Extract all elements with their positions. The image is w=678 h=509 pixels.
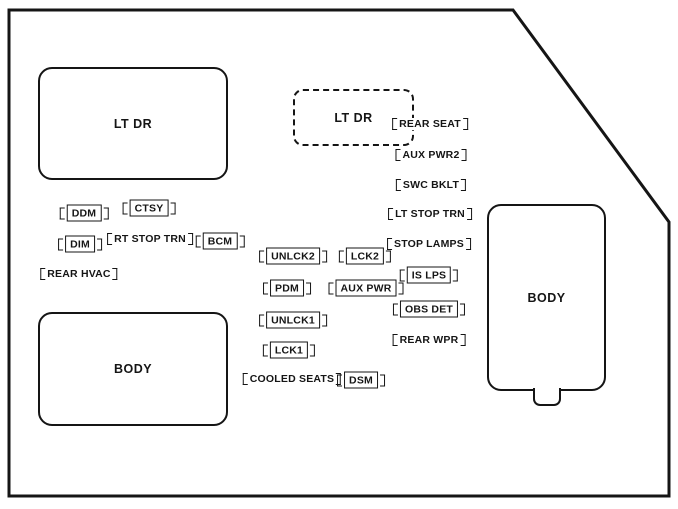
fuse-terminal-right-icon — [379, 374, 385, 386]
fuse-obs-det: OBS DET — [392, 300, 466, 318]
block-body-right: BODY — [487, 204, 606, 391]
fuse-label: LCK1 — [269, 341, 309, 359]
fuse-cooled-seats: COOLED SEATS — [242, 373, 342, 385]
fuse-terminal-right-icon — [398, 282, 404, 294]
fuse-terminal-left-icon — [392, 334, 398, 346]
fuse-terminal-right-icon — [460, 303, 466, 315]
fuse-rt-stop-trn: RT STOP TRN — [107, 233, 193, 245]
fuse-terminal-right-icon — [112, 268, 118, 280]
fuse-lt-stop-trn: LT STOP TRN — [388, 208, 472, 220]
fuse-terminal-right-icon — [460, 334, 466, 346]
fuse-aux-pwr2: AUX PWR2 — [395, 149, 467, 161]
fuse-terminal-right-icon — [170, 202, 176, 214]
fuse-label: SWC BKLT — [402, 179, 460, 191]
fuse-dim: DIM — [58, 235, 102, 253]
fuse-terminal-right-icon — [465, 238, 471, 250]
fuse-label: PDM — [270, 279, 304, 297]
fuse-label: CTSY — [129, 199, 169, 217]
fuse-terminal-left-icon — [262, 344, 268, 356]
fuse-bcm: BCM — [195, 232, 245, 250]
block-body-right-tab — [533, 388, 561, 406]
block-lt-dr: LT DR — [38, 67, 228, 180]
fuse-terminal-left-icon — [399, 269, 405, 281]
fuse-terminal-right-icon — [461, 149, 467, 161]
fuse-label: COOLED SEATS — [249, 373, 335, 385]
fuse-terminal-right-icon — [96, 238, 102, 250]
fuse-label: REAR HVAC — [47, 268, 111, 280]
fuse-terminal-right-icon — [386, 250, 392, 262]
fuse-terminal-left-icon — [388, 208, 394, 220]
fuse-aux-pwr: AUX PWR — [328, 279, 404, 297]
fuse-terminal-left-icon — [328, 282, 334, 294]
fuse-ctsy: CTSY — [122, 199, 176, 217]
fuse-terminal-right-icon — [462, 118, 468, 130]
fuse-label: DSM — [344, 371, 378, 389]
block-lt-dr-dashed-label: LT DR — [334, 110, 373, 125]
fuse-terminal-left-icon — [259, 250, 265, 262]
block-body-left: BODY — [38, 312, 228, 426]
fuse-ddm: DDM — [59, 204, 109, 222]
fuse-label: OBS DET — [399, 300, 459, 318]
fuse-terminal-right-icon — [310, 344, 316, 356]
fuse-terminal-left-icon — [263, 282, 269, 294]
fuse-lck2: LCK2 — [338, 247, 392, 265]
fuse-terminal-left-icon — [337, 374, 343, 386]
block-lt-dr-label: LT DR — [113, 116, 153, 131]
fuse-terminal-left-icon — [59, 207, 65, 219]
fuse-label: DDM — [66, 204, 102, 222]
fuse-swc-bklt: SWC BKLT — [395, 179, 467, 191]
fuse-terminal-left-icon — [395, 179, 401, 191]
fuse-terminal-left-icon — [195, 235, 201, 247]
block-body-left-label: BODY — [113, 362, 153, 376]
fuse-terminal-left-icon — [387, 238, 393, 250]
fuse-terminal-left-icon — [122, 202, 128, 214]
fuse-label: LT STOP TRN — [395, 208, 465, 220]
fuse-label: REAR WPR — [399, 334, 459, 346]
fuse-label: REAR SEAT — [399, 118, 461, 130]
fuse-terminal-right-icon — [321, 250, 327, 262]
fuse-terminal-right-icon — [453, 269, 459, 281]
fuse-rear-seat: REAR SEAT — [392, 118, 468, 130]
fuse-label: UNLCK1 — [266, 311, 320, 329]
panel-border-shape — [7, 8, 671, 498]
fuse-terminal-right-icon — [466, 208, 472, 220]
fuse-is-lps: IS LPS — [399, 266, 459, 284]
fuse-unlck2: UNLCK2 — [259, 247, 327, 265]
fuse-label: RT STOP TRN — [114, 233, 186, 245]
fuse-terminal-left-icon — [392, 118, 398, 130]
fuse-terminal-left-icon — [392, 303, 398, 315]
fuse-terminal-right-icon — [103, 207, 109, 219]
fuse-terminal-left-icon — [242, 373, 248, 385]
fuse-terminal-left-icon — [259, 314, 265, 326]
fuse-label: IS LPS — [406, 266, 452, 284]
fuse-label: STOP LAMPS — [394, 238, 464, 250]
fuse-terminal-right-icon — [336, 373, 342, 385]
fuse-terminal-left-icon — [338, 250, 344, 262]
fuse-dsm: DSM — [337, 371, 385, 389]
fuse-pdm: PDM — [263, 279, 311, 297]
fuse-lck1: LCK1 — [262, 341, 316, 359]
fuse-label: AUX PWR — [335, 279, 397, 297]
fuse-label: LCK2 — [345, 247, 385, 265]
fuse-terminal-left-icon — [58, 238, 64, 250]
fuse-terminal-right-icon — [321, 314, 327, 326]
fuse-terminal-left-icon — [395, 149, 401, 161]
fuse-rear-hvac: REAR HVAC — [40, 268, 118, 280]
fuse-label: DIM — [65, 235, 95, 253]
block-body-right-label: BODY — [527, 290, 566, 305]
fuse-label: UNLCK2 — [266, 247, 320, 265]
fuse-rear-wpr: REAR WPR — [392, 334, 466, 346]
fuse-terminal-right-icon — [461, 179, 467, 191]
fuse-terminal-right-icon — [187, 233, 193, 245]
fuse-stop-lamps: STOP LAMPS — [387, 238, 471, 250]
fuse-terminal-left-icon — [107, 233, 113, 245]
fuse-terminal-right-icon — [239, 235, 245, 247]
fuse-terminal-right-icon — [305, 282, 311, 294]
fuse-label: AUX PWR2 — [402, 149, 460, 161]
fuse-label: BCM — [202, 232, 238, 250]
fuse-terminal-left-icon — [40, 268, 46, 280]
block-lt-dr-dashed: LT DR — [293, 89, 414, 146]
fuse-unlck1: UNLCK1 — [259, 311, 327, 329]
